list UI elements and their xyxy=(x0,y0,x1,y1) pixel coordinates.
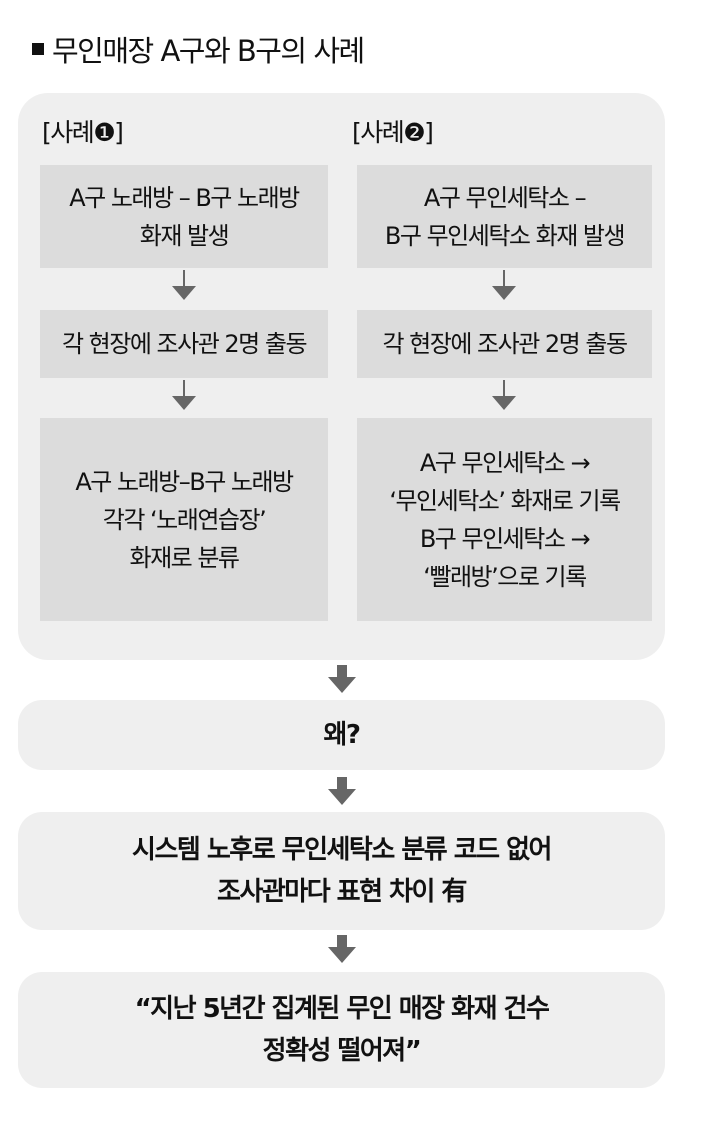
case-2-step-3: A구 무인세탁소 → ‘무인세탁소’ 화재로 기록 B구 무인세탁소 → ‘빨래… xyxy=(357,418,652,621)
conclusion-box: “지난 5년간 집계된 무인 매장 화재 건수 정확성 떨어져” xyxy=(18,972,665,1088)
case-2-step-2: 각 현장에 조사관 2명 출동 xyxy=(357,310,652,378)
arrow-down-icon xyxy=(172,286,196,300)
title-text: 무인매장 A구와 B구의 사례 xyxy=(52,34,365,68)
arrow-down-icon xyxy=(492,396,516,410)
arrow-down-icon xyxy=(328,777,356,805)
case-2-step-1: A구 무인세탁소 – B구 무인세탁소 화재 발생 xyxy=(357,165,652,268)
arrow-down-icon xyxy=(328,935,356,963)
arrow-down-icon xyxy=(172,396,196,410)
arrow-line xyxy=(503,270,505,288)
arrow-line xyxy=(183,270,185,288)
arrow-line xyxy=(183,380,185,398)
case-1-step-1: A구 노래방 – B구 노래방 화재 발생 xyxy=(40,165,328,268)
case-2-label: [사례❷] xyxy=(352,118,434,147)
arrow-down-icon xyxy=(492,286,516,300)
diagram-title: 무인매장 A구와 B구의 사례 xyxy=(32,28,365,70)
case-1-step-3: A구 노래방–B구 노래방 각각 ‘노래연습장’ 화재로 분류 xyxy=(40,418,328,621)
why-box: 왜? xyxy=(18,700,665,770)
case-1-step-2: 각 현장에 조사관 2명 출동 xyxy=(40,310,328,378)
arrow-line xyxy=(503,380,505,398)
reason-box: 시스템 노후로 무인세탁소 분류 코드 없어 조사관마다 표현 차이 有 xyxy=(18,812,665,930)
bullet-square-icon xyxy=(32,43,44,55)
arrow-down-icon xyxy=(328,665,356,693)
case-1-label: [사례❶] xyxy=(42,118,124,147)
